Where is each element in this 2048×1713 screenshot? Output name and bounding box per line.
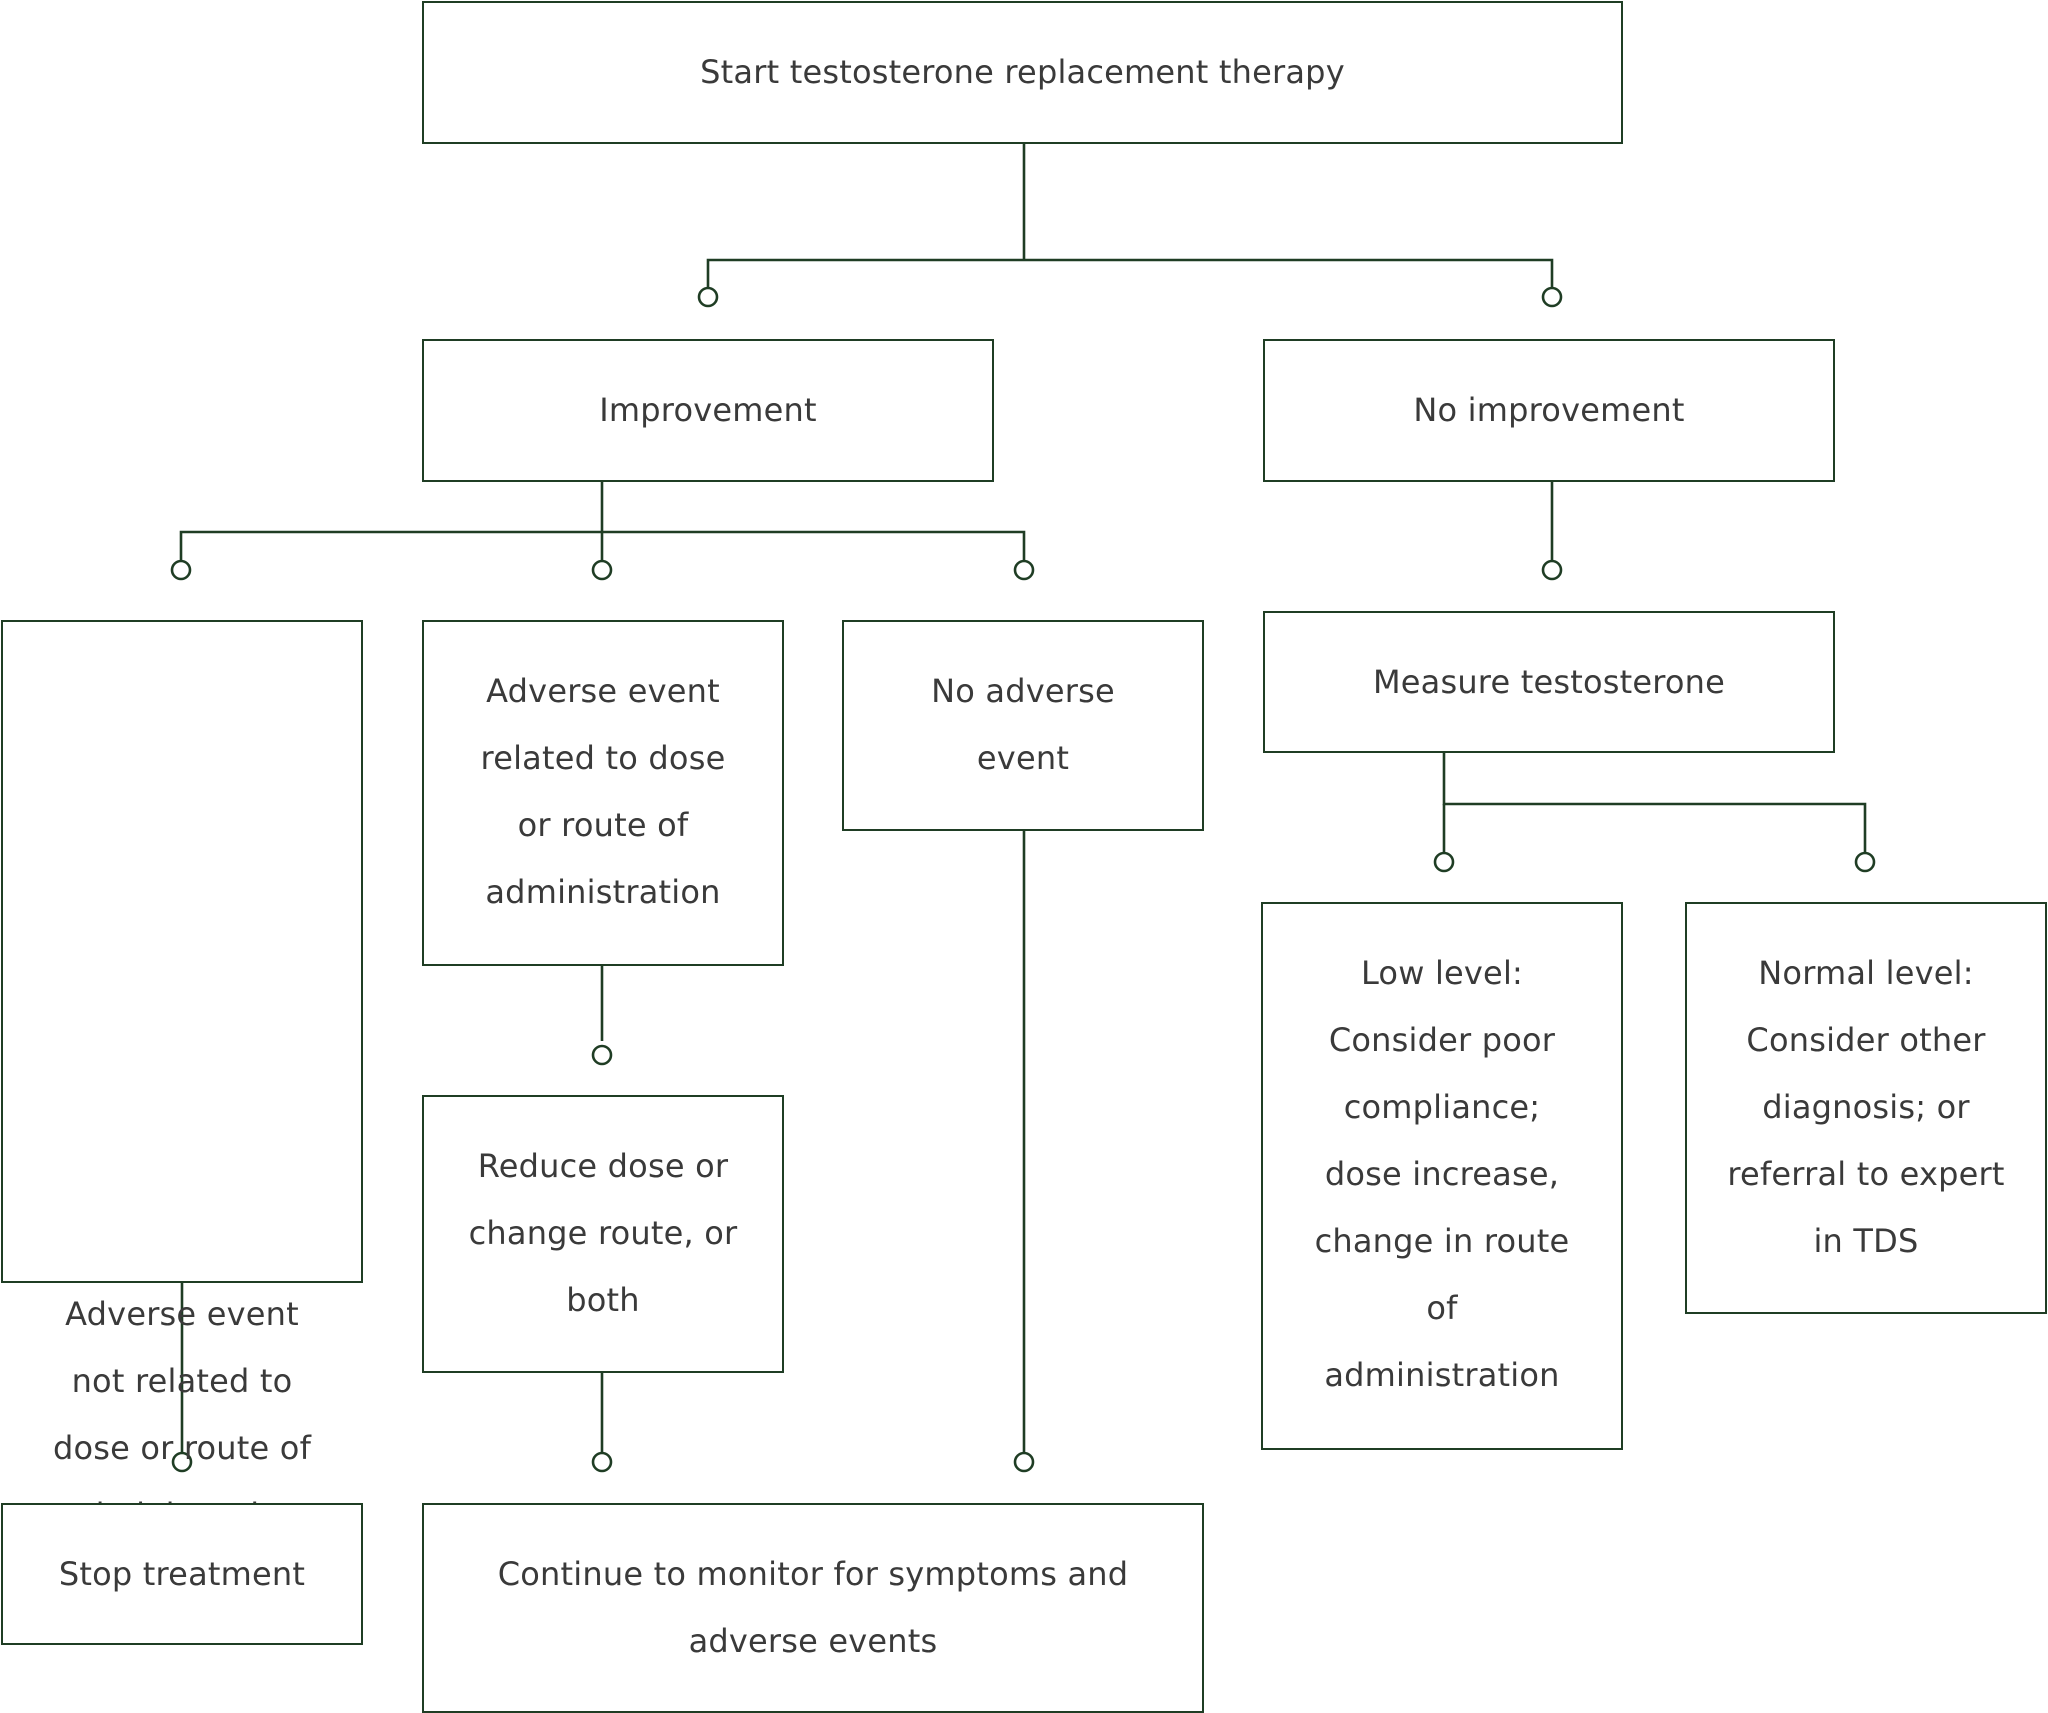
adverse-event-related-label: Adverse event related to dose or route o…	[480, 672, 726, 911]
no-improvement-label: No improvement	[1413, 391, 1685, 429]
start-therapy-box: Start testosterone replacement therapy	[422, 1, 1623, 144]
connector-terminal	[171, 1451, 193, 1473]
connector-terminal	[170, 559, 192, 581]
reduce-dose-box: Reduce dose or change route, or both	[422, 1095, 784, 1373]
continue-monitoring-label: Continue to monitor for symptoms and adv…	[497, 1555, 1129, 1660]
reduce-dose-label: Reduce dose or change route, or both	[468, 1147, 738, 1319]
normal-level-box: Normal level: Consider other diagnosis; …	[1685, 902, 2047, 1314]
connector-terminal	[1433, 851, 1455, 873]
connector-terminal	[1013, 559, 1035, 581]
no-improvement-box: No improvement	[1263, 339, 1835, 482]
adverse-event-related-box: Adverse event related to dose or route o…	[422, 620, 784, 966]
low-level-box: Low level: Consider poor compliance; dos…	[1261, 902, 1623, 1450]
start-therapy-label: Start testosterone replacement therapy	[700, 53, 1345, 91]
normal-level-label: Normal level: Consider other diagnosis; …	[1727, 954, 2005, 1260]
connector-terminal	[591, 1044, 613, 1066]
stop-treatment-box: Stop treatment	[1, 1503, 363, 1645]
no-adverse-event-box: No adverse event	[842, 620, 1204, 831]
continue-monitoring-box: Continue to monitor for symptoms and adv…	[422, 1503, 1204, 1713]
connector-terminal	[1854, 851, 1876, 873]
measure-testosterone-label: Measure testosterone	[1372, 662, 1726, 701]
connector-terminal	[591, 1451, 613, 1473]
connector-terminal	[1013, 1451, 1035, 1473]
connector-terminal	[697, 286, 719, 308]
connector-terminal	[1541, 286, 1563, 308]
connector-terminal	[591, 559, 613, 581]
adverse-event-not-related-box: Adverse event not related to dose or rou…	[1, 620, 363, 1534]
connector-terminal	[1541, 559, 1563, 581]
improvement-label: Improvement	[599, 391, 817, 429]
measure-testosterone-box: Measure testosterone	[1263, 611, 1835, 753]
improvement-box: Improvement	[422, 339, 994, 482]
low-level-label: Low level: Consider poor compliance; dos…	[1314, 954, 1570, 1394]
no-adverse-event-label: No adverse event	[931, 672, 1115, 777]
stop-treatment-label: Stop treatment	[58, 1554, 306, 1593]
